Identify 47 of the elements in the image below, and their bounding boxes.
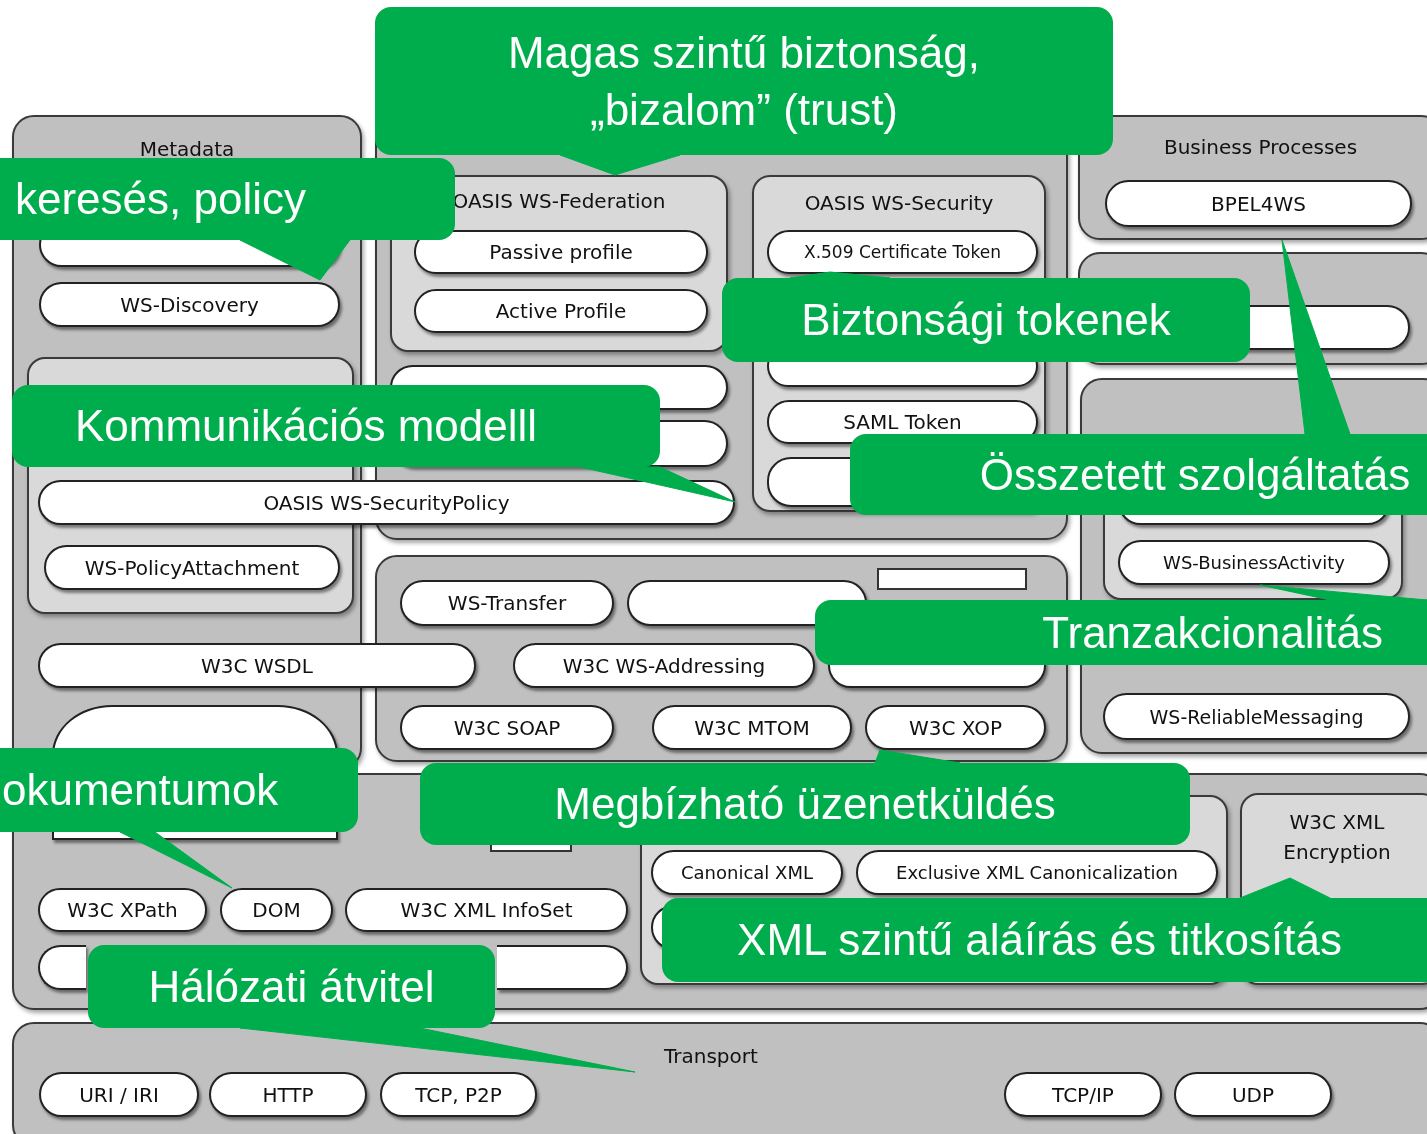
panel-heading: OASIS WS-Security: [803, 191, 995, 215]
spec-pill: BPEL4WS: [1105, 180, 1412, 227]
empty-rectangle: [877, 568, 1027, 590]
spec-pill: WS-Transfer: [400, 580, 614, 626]
spec-pill: W3C WS-Addressing: [513, 643, 815, 688]
spec-pill: OASIS WS-SecurityPolicy: [38, 480, 735, 525]
spec-pill: W3C XPath: [38, 888, 207, 932]
callout-pointer: [1281, 239, 1351, 435]
spec-pill: WS-ReliableMessaging: [1103, 693, 1410, 740]
spec-pill: WS-BusinessActivity: [1118, 540, 1390, 585]
spec-pill: X.509 Certificate Token: [767, 230, 1038, 274]
spec-pill: HTTP: [209, 1072, 367, 1117]
layer-panel: [1078, 115, 1427, 240]
panel-heading: Transport: [664, 1044, 758, 1068]
callout-pointer: [239, 239, 351, 281]
callout-pointer: [579, 466, 736, 503]
callout-pointer: [1239, 877, 1331, 899]
spec-pill: Active Profile: [414, 289, 708, 333]
empty-pill: [497, 945, 628, 990]
callout-pointer: [239, 1027, 636, 1073]
spec-pill: W3C XOP: [865, 705, 1046, 750]
spec-pill: URI / IRI: [39, 1072, 199, 1117]
spec-pill: W3C SOAP: [400, 705, 614, 750]
spec-pill: UDP: [1174, 1072, 1332, 1117]
panel-heading: Metadata: [138, 137, 236, 161]
layer-panel: [390, 175, 728, 352]
spec-pill: W3C MTOM: [652, 705, 852, 750]
panel-heading: Business Processes: [1162, 135, 1359, 159]
spec-pill: W3C XML InfoSet: [345, 888, 628, 932]
empty-pill: [38, 945, 86, 990]
callout-pointer: [119, 831, 233, 889]
spec-pill: WS-Discovery: [39, 282, 340, 327]
callout-pointer: [559, 154, 681, 176]
spec-pill: WS-PolicyAttachment: [44, 545, 340, 590]
spec-pill: Passive profile: [414, 230, 708, 274]
spec-pill: TCP/IP: [1004, 1072, 1162, 1117]
spec-pill: W3C WSDL: [38, 643, 476, 688]
spec-pill: Exclusive XML Canonicalization: [856, 850, 1218, 895]
callout-pointer: [874, 749, 961, 764]
spec-pill: TCP, P2P: [380, 1072, 537, 1117]
spec-pill: DOM: [220, 888, 333, 932]
callout-tooltip: Hálózati átvitel: [88, 945, 495, 1028]
spec-pill: Canonical XML: [651, 850, 843, 895]
panel-heading: W3C XML Encryption: [1282, 809, 1392, 866]
callout-pointer: [789, 271, 891, 279]
layer-panel: [12, 1022, 1427, 1134]
callout-pointer: [1259, 584, 1427, 601]
